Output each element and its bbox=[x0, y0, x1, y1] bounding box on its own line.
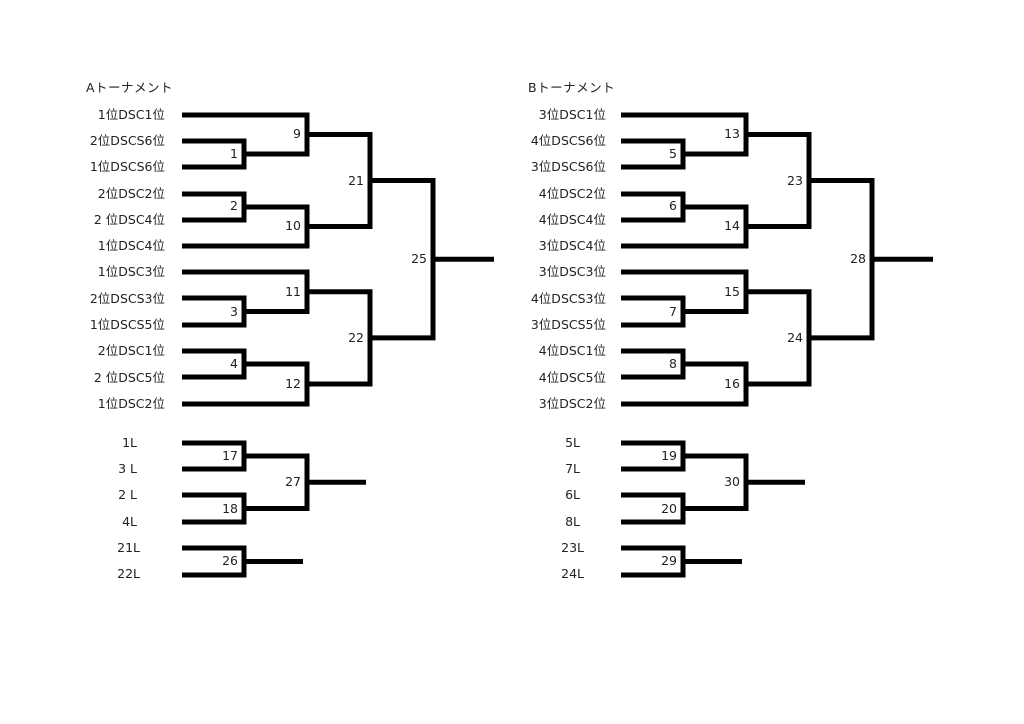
bracket-a-match-12: 12 bbox=[285, 376, 301, 391]
bracket-b-seed-7: 3位DSC3位 bbox=[538, 264, 606, 279]
bracket-a-match-22: 22 bbox=[348, 330, 364, 345]
bracket-a-match-10: 10 bbox=[285, 218, 301, 233]
bracket-b-cons-seed-2: 7L bbox=[565, 461, 580, 476]
bracket-b-seed-11: 4位DSC5位 bbox=[538, 370, 606, 385]
bracket-a-seed-4: 2位DSC2位 bbox=[97, 186, 165, 201]
bracket-b-match-16: 16 bbox=[724, 376, 740, 391]
bracket-b-match-5: 5 bbox=[669, 146, 677, 161]
bracket-b-seed-6: 3位DSC4位 bbox=[538, 238, 606, 253]
bracket-b-third-seed-2: 24L bbox=[561, 566, 584, 581]
bracket-b-seed-10: 4位DSC1位 bbox=[538, 343, 606, 358]
bracket-b-match-13: 13 bbox=[724, 126, 740, 141]
bracket-b-match-19: 19 bbox=[661, 448, 677, 463]
bracket-a-seed-11: 2 位DSC5位 bbox=[93, 370, 165, 385]
bracket-a-cons-seed-1: 1L bbox=[122, 435, 137, 450]
bracket-a-match-26: 26 bbox=[222, 553, 238, 568]
bracket-a-seed-5: 2 位DSC4位 bbox=[93, 212, 165, 227]
bracket-b-seed-8: 4位DSCS3位 bbox=[530, 291, 606, 306]
bracket-a-match-25: 25 bbox=[411, 251, 427, 266]
bracket-a-seed-10: 2位DSC1位 bbox=[97, 343, 165, 358]
bracket-a-third-seed-2: 22L bbox=[117, 566, 140, 581]
bracket-a-match-2: 2 bbox=[230, 198, 238, 213]
bracket-a-seed-7: 1位DSC3位 bbox=[97, 264, 165, 279]
bracket-a-seed-8: 2位DSCS3位 bbox=[89, 291, 165, 306]
bracket-a-third-seed-1: 21L bbox=[117, 540, 140, 555]
bracket-b-match-23: 23 bbox=[787, 173, 803, 188]
bracket-a-match-27: 27 bbox=[285, 474, 301, 489]
bracket-b-seed-3: 3位DSCS6位 bbox=[530, 159, 606, 174]
bracket-a-seed-1: 1位DSC1位 bbox=[97, 107, 165, 122]
bracket-b-title: Bトーナメント bbox=[528, 80, 616, 95]
bracket-b-seed-5: 4位DSC4位 bbox=[538, 212, 606, 227]
bracket-b-match-29: 29 bbox=[661, 553, 677, 568]
bracket-b-match-6: 6 bbox=[669, 198, 677, 213]
bracket-b-match-15: 15 bbox=[724, 284, 740, 299]
bracket-a-cons-seed-4: 4L bbox=[122, 514, 137, 529]
bracket-b-match-30: 30 bbox=[724, 474, 740, 489]
bracket-b-match-8: 8 bbox=[669, 356, 677, 371]
bracket-b-third-seed-1: 23L bbox=[561, 540, 584, 555]
bracket-b-cons-seed-3: 6L bbox=[565, 487, 580, 502]
bracket-b-match-14: 14 bbox=[724, 218, 740, 233]
bracket-a-seed-12: 1位DSC2位 bbox=[97, 396, 165, 411]
bracket-b-match-20: 20 bbox=[661, 501, 677, 516]
bracket-a-seed-2: 2位DSCS6位 bbox=[89, 133, 165, 148]
bracket-b-match-28: 28 bbox=[850, 251, 866, 266]
bracket-a-match-1: 1 bbox=[230, 146, 238, 161]
bracket-a-match-21: 21 bbox=[348, 173, 364, 188]
bracket-b-cons-seed-4: 8L bbox=[565, 514, 580, 529]
bracket-a-match-18: 18 bbox=[222, 501, 238, 516]
bracket-a-title: Aトーナメント bbox=[86, 80, 174, 95]
bracket-a-seed-3: 1位DSCS6位 bbox=[89, 159, 165, 174]
bracket-b-seed-12: 3位DSC2位 bbox=[538, 396, 606, 411]
bracket-a-seed-9: 1位DSCS5位 bbox=[89, 317, 165, 332]
bracket-a-match-3: 3 bbox=[230, 304, 238, 319]
bracket-b-cons-seed-1: 5L bbox=[565, 435, 580, 450]
bracket-b-seed-1: 3位DSC1位 bbox=[538, 107, 606, 122]
bracket-b-seed-9: 3位DSCS5位 bbox=[530, 317, 606, 332]
bracket-a-match-17: 17 bbox=[222, 448, 238, 463]
bracket-b-seed-4: 4位DSC2位 bbox=[538, 186, 606, 201]
bracket-a-match-9: 9 bbox=[293, 126, 301, 141]
bracket-b-match-24: 24 bbox=[787, 330, 803, 345]
bracket-a-cons-seed-2: 3 L bbox=[118, 461, 137, 476]
bracket-b-match-7: 7 bbox=[669, 304, 677, 319]
bracket-a-seed-6: 1位DSC4位 bbox=[97, 238, 165, 253]
bracket-a-match-4: 4 bbox=[230, 356, 238, 371]
bracket-b-seed-2: 4位DSCS6位 bbox=[530, 133, 606, 148]
bracket-a-cons-seed-3: 2 L bbox=[118, 487, 137, 502]
bracket-a-match-11: 11 bbox=[285, 284, 301, 299]
